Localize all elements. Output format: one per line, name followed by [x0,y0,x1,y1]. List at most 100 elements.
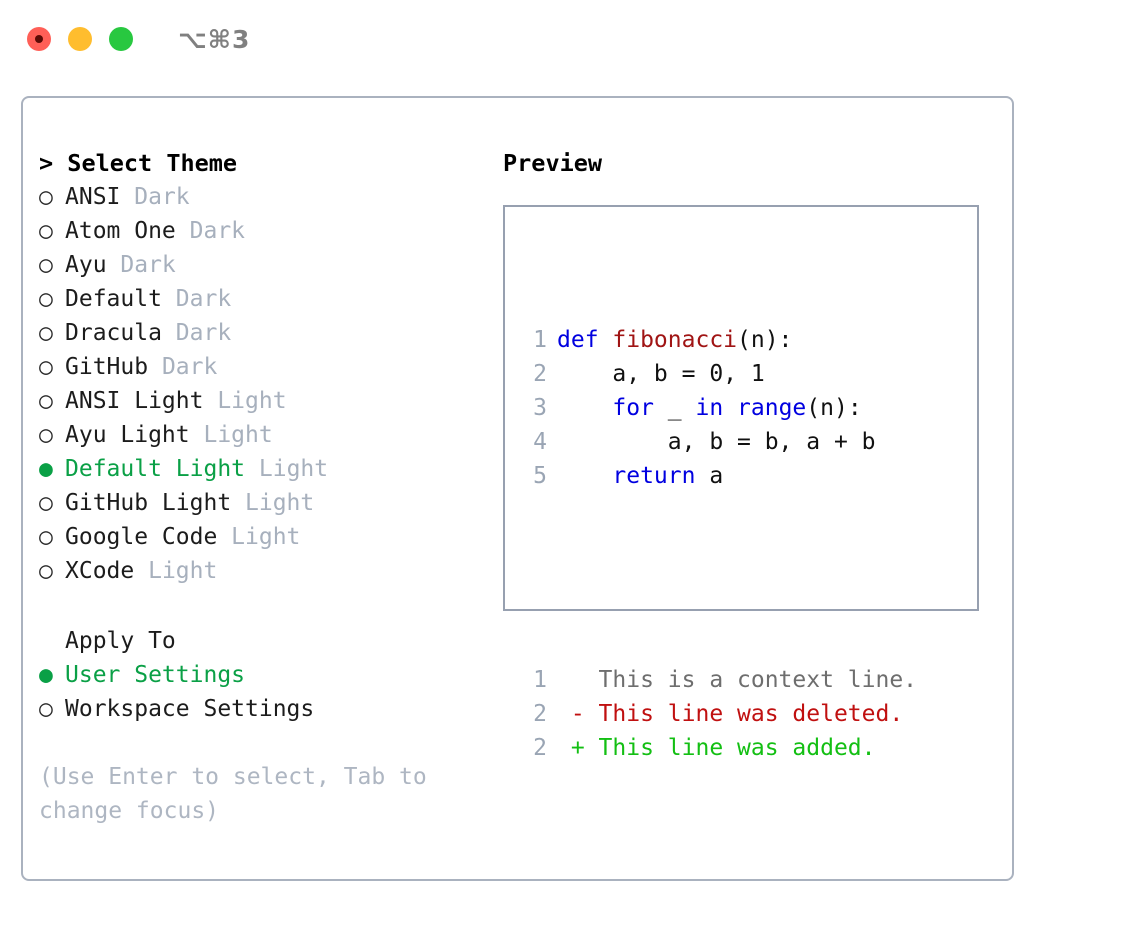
select-theme-heading: > Select Theme [39,149,238,177]
theme-item-tag: Light [231,524,301,550]
radio-unselected-icon: ○ [39,388,53,414]
code-line-number: 4 [533,429,547,455]
radio-selected-icon: ● [39,662,53,688]
theme-item-google-code[interactable]: ○ Google Code Light [39,520,469,554]
theme-item-label: Google Code [65,524,232,550]
code-line-number: 3 [533,395,547,421]
theme-item-label: Default [65,286,176,312]
radio-unselected-icon: ○ [39,320,53,346]
code-token: def [557,327,613,353]
theme-item-tag: Dark [134,184,190,210]
code-line: 2 a, b = 0, 1 [519,357,917,391]
theme-item-label: ANSI Light [65,388,218,414]
code-line: 3 for _ in range(n): [519,391,917,425]
theme-item-ayu-light[interactable]: ○Ayu Light Light [39,418,469,452]
theme-list[interactable]: ○ANSI Dark○Atom One Dark○Ayu Dark○Defaul… [39,180,469,588]
apply-to-spacer [39,588,469,624]
radio-selected-icon: ● [39,456,53,482]
apply-to-item-workspace-settings[interactable]: ○ Workspace Settings [39,692,469,726]
theme-item-label: Ayu [65,252,121,278]
close-button[interactable] [27,27,51,51]
code-token: fibonacci [612,327,738,353]
theme-item-label: XCode [65,558,149,584]
theme-item-tag: Dark [175,320,232,346]
theme-item-tag: Dark [175,286,232,312]
theme-item-github-light[interactable]: ○GitHub Light Light [39,486,469,520]
code-token: _ [653,395,696,421]
theme-picker-column: > Select Theme ○ANSI Dark○Atom One Dark○… [39,146,469,828]
radio-unselected-icon: ○ [39,218,53,244]
theme-item-tag: Light [258,456,329,482]
theme-item-github[interactable]: ○ GitHub Dark [39,350,469,384]
theme-item-tag: Light [203,422,273,448]
radio-unselected-icon: ○ [39,354,53,380]
theme-item-default-light[interactable]: ● Default Light Light [39,452,469,486]
theme-item-label: GitHub [65,354,162,380]
apply-to-item-label: User Settings [65,662,246,688]
apply-to-heading: Apply To [39,624,469,658]
radio-unselected-icon: ○ [39,524,53,550]
code-token: for [612,395,654,421]
radio-unselected-icon: ○ [39,558,53,584]
radio-unselected-icon: ○ [39,696,53,722]
diff-line-text: - This line was deleted. [557,701,904,727]
apply-to-item-user-settings[interactable]: ● User Settings [39,658,469,692]
code-line: 4 a, b = b, a + b [519,425,917,459]
radio-unselected-icon: ○ [39,490,53,516]
theme-item-tag: Dark [189,218,246,244]
diff-sample: 1 This is a context line.2 - This line w… [519,663,917,765]
code-diff-gap [519,561,917,595]
keyboard-shortcut-label: ⌥⌘3 [178,24,251,54]
theme-item-label: Default Light [65,456,259,482]
title-bar: ⌥⌘3 [0,0,1140,78]
radio-unselected-icon: ○ [39,184,53,210]
theme-item-dracula[interactable]: ○ Dracula Dark [39,316,469,350]
theme-item-tag: Light [217,388,287,414]
code-token [557,395,612,421]
code-token [557,463,612,489]
theme-item-tag: Dark [161,354,218,380]
theme-item-tag: Dark [120,252,176,278]
theme-item-label: Ayu Light [65,422,204,448]
theme-item-label: Dracula [65,320,176,346]
theme-item-atom-one[interactable]: ○Atom One Dark [39,214,469,248]
hint-spacer [39,726,469,760]
code-token: a, b = 0, 1 [557,361,765,387]
theme-item-label: GitHub Light [65,490,246,516]
code-token: a [695,463,724,489]
theme-item-ansi[interactable]: ○ ANSI Dark [39,180,469,214]
code-line-number: 5 [533,463,547,489]
theme-item-default[interactable]: ○Default Dark [39,282,469,316]
diff-line-number: 2 [533,735,547,761]
code-token: (n): [806,395,862,421]
theme-item-ayu[interactable]: ○Ayu Dark [39,248,469,282]
diff-line-number: 2 [533,701,547,727]
apply-to-list[interactable]: ● User Settings ○ Workspace Settings [39,658,469,726]
code-token: return [612,463,696,489]
diff-line-text: This is a context line. [557,667,918,693]
minimize-button[interactable] [68,27,92,51]
diff-line-number: 1 [533,667,547,693]
theme-item-ansi-light[interactable]: ○ ANSI Light Light [39,384,469,418]
keyboard-hint-text: (Use Enter to select, Tab to change focu… [39,764,441,824]
diff-line: 2 + This line was added. [519,731,917,765]
content-panel: > Select Theme ○ANSI Dark○Atom One Dark○… [21,96,1014,881]
diff-line: 1 This is a context line. [519,663,917,697]
theme-item-xcode[interactable]: ○ XCode Light [39,554,469,588]
apply-to-item-label: Workspace Settings [65,696,315,722]
zoom-button[interactable] [109,27,133,51]
theme-item-label: ANSI [65,184,135,210]
diff-line: 2 - This line was deleted. [519,697,917,731]
diff-line-text: + This line was added. [557,735,876,761]
code-token: a, b = b, a + b [557,429,876,455]
preview-heading: Preview [503,149,603,177]
code-line-number: 1 [533,327,547,353]
code-line-number: 2 [533,361,547,387]
theme-item-tag: Light [148,558,218,584]
